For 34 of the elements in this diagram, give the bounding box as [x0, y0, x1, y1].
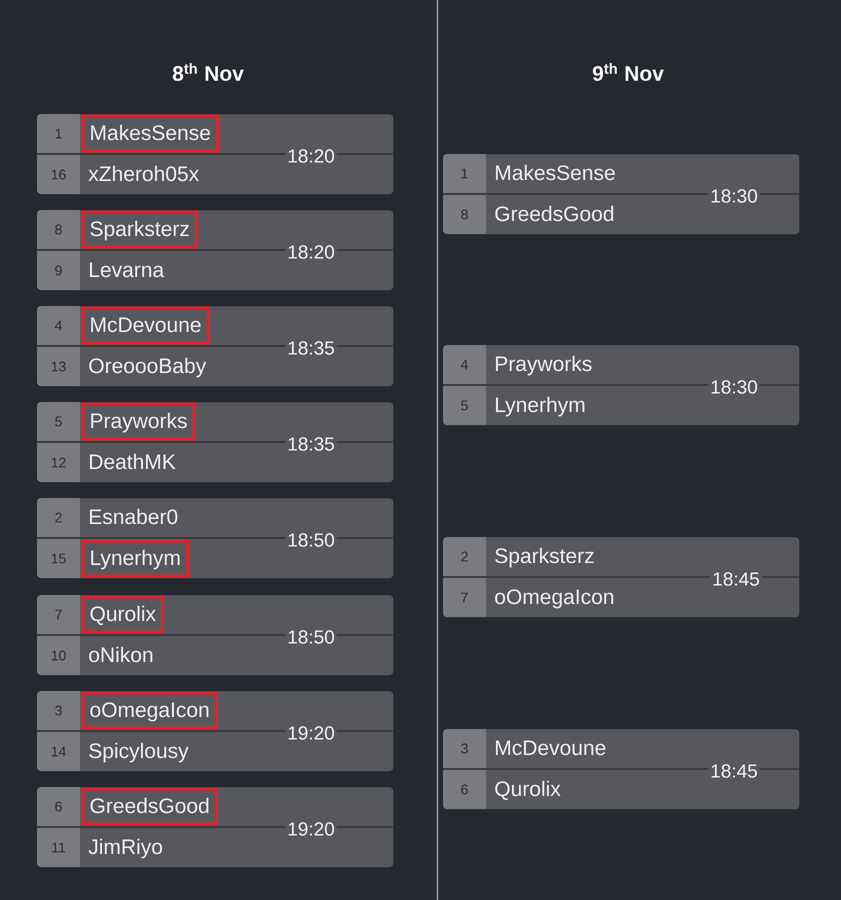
player-name: JimRiyo — [88, 838, 162, 858]
player-name: Spicylousy — [89, 742, 189, 762]
seed-cell: 1 — [443, 154, 486, 193]
seed-cell: 4 — [443, 345, 486, 384]
player-name: Esnaber0 — [90, 508, 178, 524]
player-name: Sparksterz — [495, 548, 594, 568]
seed-cell: 16 — [37, 155, 80, 194]
seed-cell: 5 — [443, 386, 486, 425]
player-name: GreedsGood — [495, 206, 614, 222]
seed-cell: 13 — [37, 347, 80, 386]
seed-cell: 3 — [443, 729, 486, 768]
player-name: xZheroh05x — [88, 166, 199, 182]
player-name: DeathMK — [90, 454, 176, 470]
seed-cell: 2 — [443, 537, 486, 576]
player-name: oOmegaIcon — [495, 589, 614, 608]
player-name: oNikon — [89, 646, 152, 662]
player-name: McDevoune — [496, 740, 606, 756]
seed-cell: 6 — [443, 770, 486, 809]
player-name: Prayworks — [496, 356, 592, 376]
seed-cell: 12 — [37, 443, 80, 482]
seed-cell: 2 — [37, 498, 80, 537]
seed-cell: 8 — [443, 195, 486, 234]
seed-cell: 14 — [37, 732, 80, 771]
column-heading: 8$^{th}$ Nov — [172, 63, 244, 81]
player-name: Lynerhym — [496, 396, 584, 416]
player-name: Qurolix — [495, 780, 561, 800]
player-name: MakesSense — [496, 164, 615, 180]
player-name: OreoooBaby — [89, 358, 206, 378]
seed-cell: 10 — [37, 636, 80, 675]
seed-cell: 11 — [37, 828, 80, 867]
column-heading: 9$^{th}$ Nov — [592, 63, 664, 81]
seed-cell: 7 — [443, 578, 486, 617]
seed-cell: 9 — [37, 251, 80, 290]
player-name: Levarna — [90, 262, 164, 278]
